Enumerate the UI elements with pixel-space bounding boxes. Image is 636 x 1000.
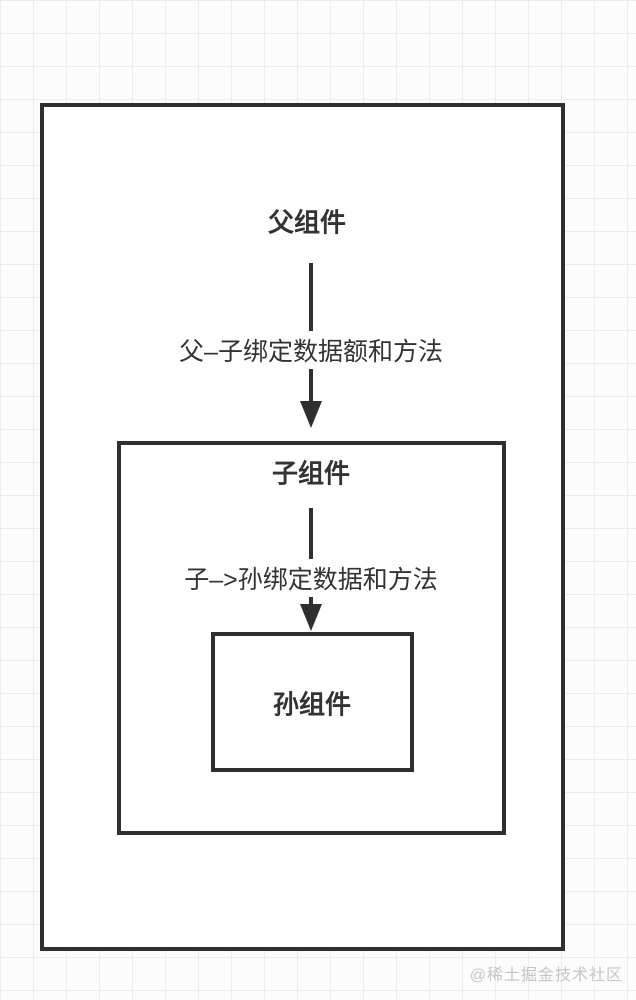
parent-to-child-arrow-label: 父–子绑定数据额和方法 — [174, 331, 448, 369]
grandchild-component-box — [211, 632, 414, 772]
arrow-head-down-icon — [300, 604, 322, 631]
arrow-shaft — [309, 508, 313, 605]
child-to-grandchild-arrow — [300, 508, 322, 631]
juejin-watermark: @稀土掘金技术社区 — [469, 967, 623, 984]
arrow-head-down-icon — [300, 401, 322, 428]
grandchild-component-label: 孙组件 — [272, 689, 352, 720]
child-to-grandchild-arrow-label: 子–>孙绑定数据和方法 — [179, 559, 443, 597]
parent-component-label: 父组件 — [267, 207, 347, 238]
child-component-label: 子组件 — [271, 458, 351, 489]
